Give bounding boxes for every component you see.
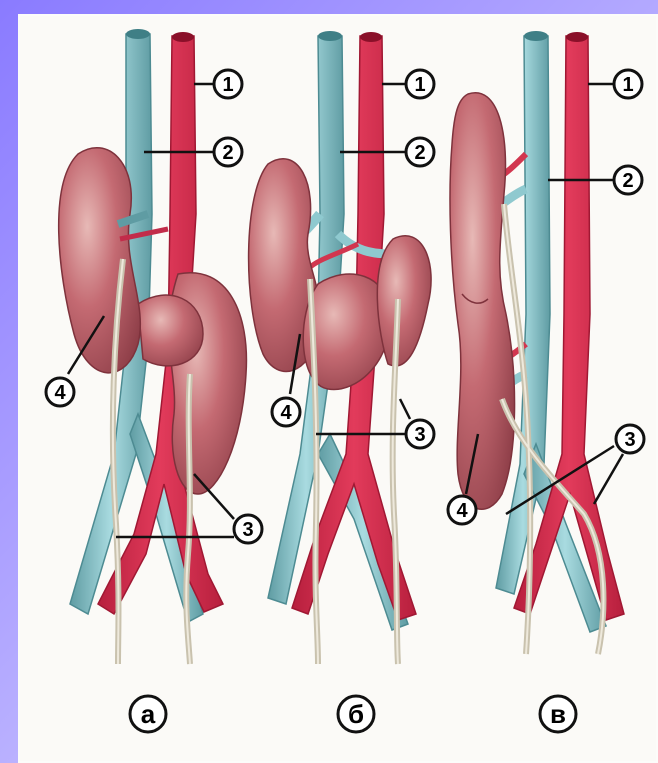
marker-b-1: 1 bbox=[406, 70, 434, 98]
marker-c-4: 4 bbox=[448, 496, 476, 524]
svg-text:3: 3 bbox=[242, 519, 253, 541]
svg-text:3: 3 bbox=[414, 424, 425, 446]
marker-a-3: 3 bbox=[234, 515, 262, 543]
svg-text:а: а bbox=[141, 699, 156, 729]
marker-c-2: 2 bbox=[614, 166, 642, 194]
kidney-b-right bbox=[377, 236, 431, 366]
panel-a-illustration bbox=[59, 29, 247, 664]
panel-c-illustration bbox=[450, 31, 624, 654]
svg-text:в: в bbox=[550, 699, 566, 729]
panel-label-c: в bbox=[540, 696, 576, 732]
svg-text:4: 4 bbox=[456, 500, 468, 522]
svg-text:4: 4 bbox=[280, 402, 292, 424]
marker-b-4: 4 bbox=[272, 398, 300, 426]
marker-a-2: 2 bbox=[214, 138, 242, 166]
svg-text:1: 1 bbox=[414, 74, 425, 96]
kidney-anomalies-diagram: 1 2 3 4 1 2 3 4 1 2 3 4 а б в bbox=[18, 14, 658, 763]
svg-text:1: 1 bbox=[222, 74, 233, 96]
marker-a-4: 4 bbox=[46, 378, 74, 406]
panel-b-illustration bbox=[249, 31, 432, 664]
svg-text:2: 2 bbox=[222, 142, 233, 164]
svg-text:2: 2 bbox=[414, 142, 425, 164]
marker-c-3: 3 bbox=[616, 425, 644, 453]
diagram-frame: 1 2 3 4 1 2 3 4 1 2 3 4 а б в bbox=[18, 14, 658, 763]
kidney-c-fused bbox=[450, 93, 515, 510]
panel-label-b: б bbox=[338, 696, 374, 732]
kidney-a-upper bbox=[59, 148, 141, 373]
marker-c-1: 1 bbox=[614, 70, 642, 98]
svg-text:1: 1 bbox=[622, 74, 633, 96]
marker-b-2: 2 bbox=[406, 138, 434, 166]
svg-text:б: б bbox=[348, 699, 364, 729]
svg-text:3: 3 bbox=[624, 429, 635, 451]
panel-letters: а б в bbox=[130, 696, 576, 732]
kidney-a-isthmus bbox=[138, 295, 203, 366]
marker-b-3: 3 bbox=[406, 420, 434, 448]
svg-text:2: 2 bbox=[622, 170, 633, 192]
panel-label-a: а bbox=[130, 696, 166, 732]
svg-text:4: 4 bbox=[54, 382, 66, 404]
marker-a-1: 1 bbox=[214, 70, 242, 98]
